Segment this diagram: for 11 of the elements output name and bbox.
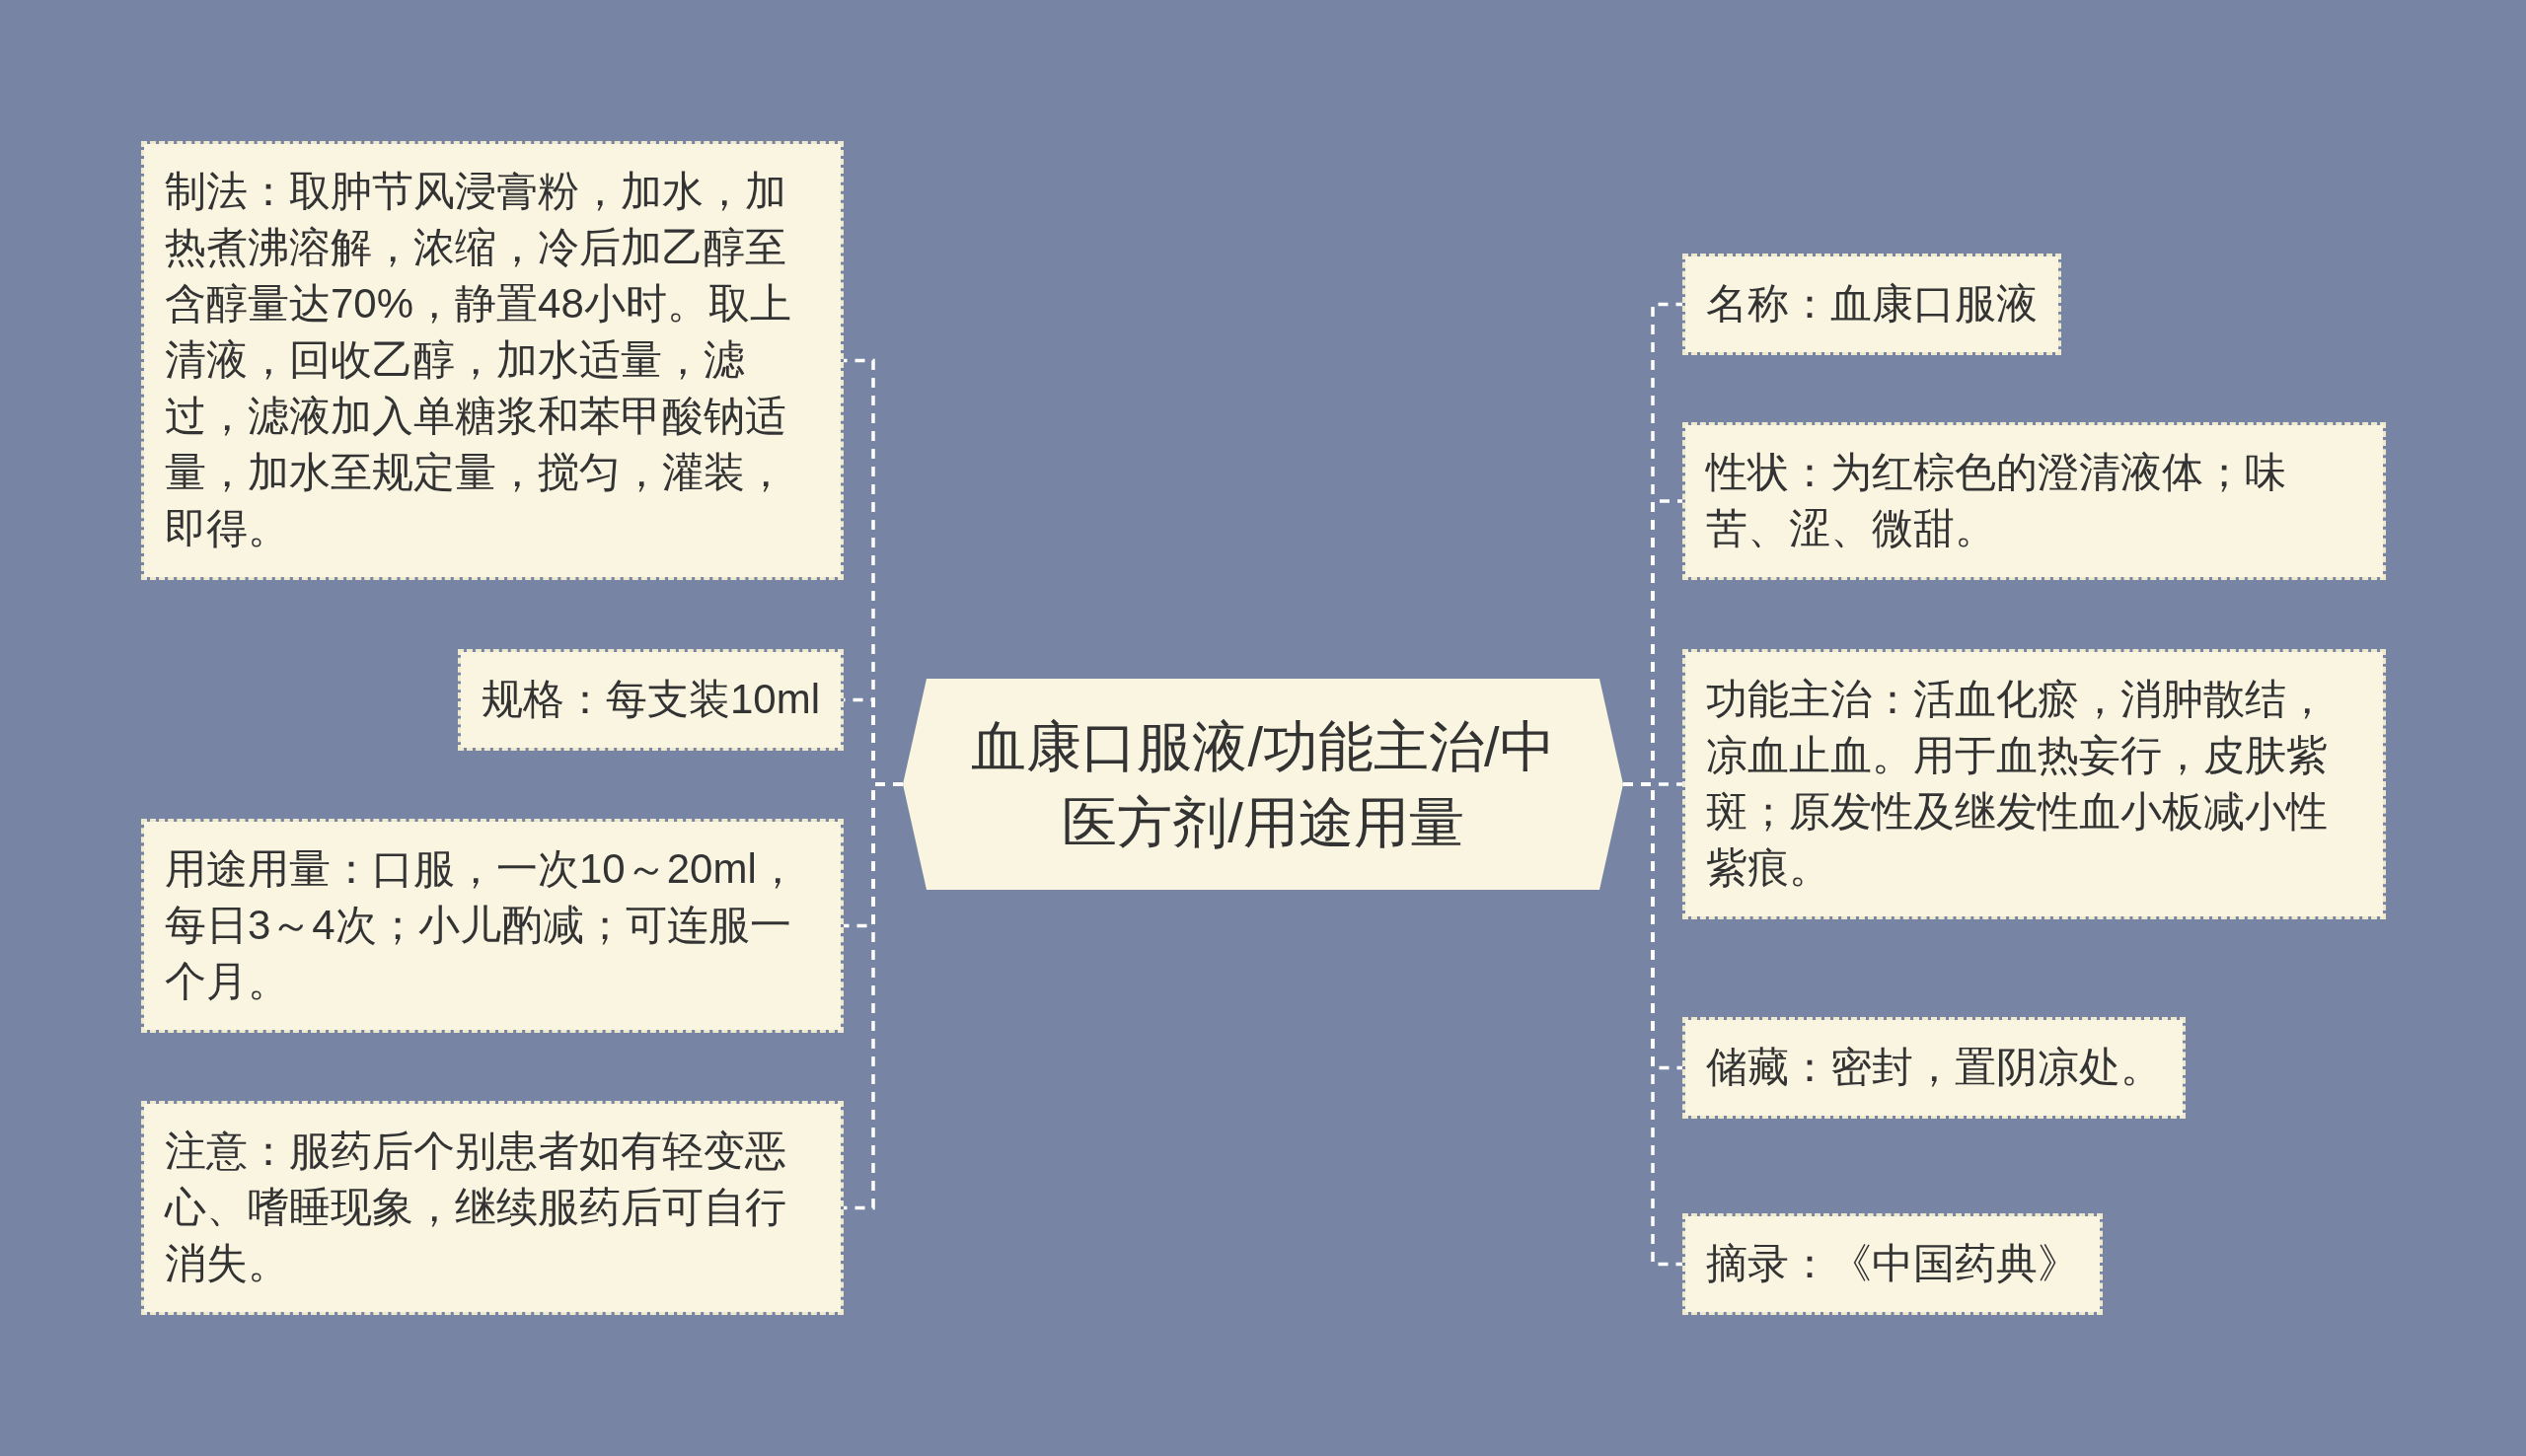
note-box: 用途用量：口服，一次10～20ml，每日3～4次；小儿酌减；可连服一个月。 (141, 819, 844, 1033)
note-box: 规格：每支装10ml (458, 649, 845, 751)
note-box: 名称：血康口服液 (1682, 254, 2061, 355)
note-box: 制法：取肿节风浸膏粉，加水，加热煮沸溶解，浓缩，冷后加乙醇至含醇量达70%，静置48小时。取上清液，回收乙醇，加水适量，滤过，滤液加入单糖浆和苯甲酸钠适量，加水至规定量，搅匀，灌装，即得。 (141, 141, 844, 580)
topic-box: 血康口服液/功能主治/中医方剂/用途用量 (903, 679, 1623, 890)
note-box: 注意：服药后个别患者如有轻变恶心、嗜睡现象，继续服药后可自行消失。 (141, 1101, 844, 1315)
note-box: 储藏：密封，置阴凉处。 (1682, 1017, 2186, 1119)
connector (844, 782, 903, 1210)
note-box: 摘录：《中国药典》 (1682, 1213, 2103, 1315)
note-box: 功能主治：活血化瘀，消肿散结，凉血止血。用于血热妄行，皮肤紫斑；原发性及继发性血小板减小性紫痕。 (1682, 649, 2386, 919)
note-box: 性状：为红棕色的澄清液体；味苦、涩、微甜。 (1682, 422, 2386, 580)
